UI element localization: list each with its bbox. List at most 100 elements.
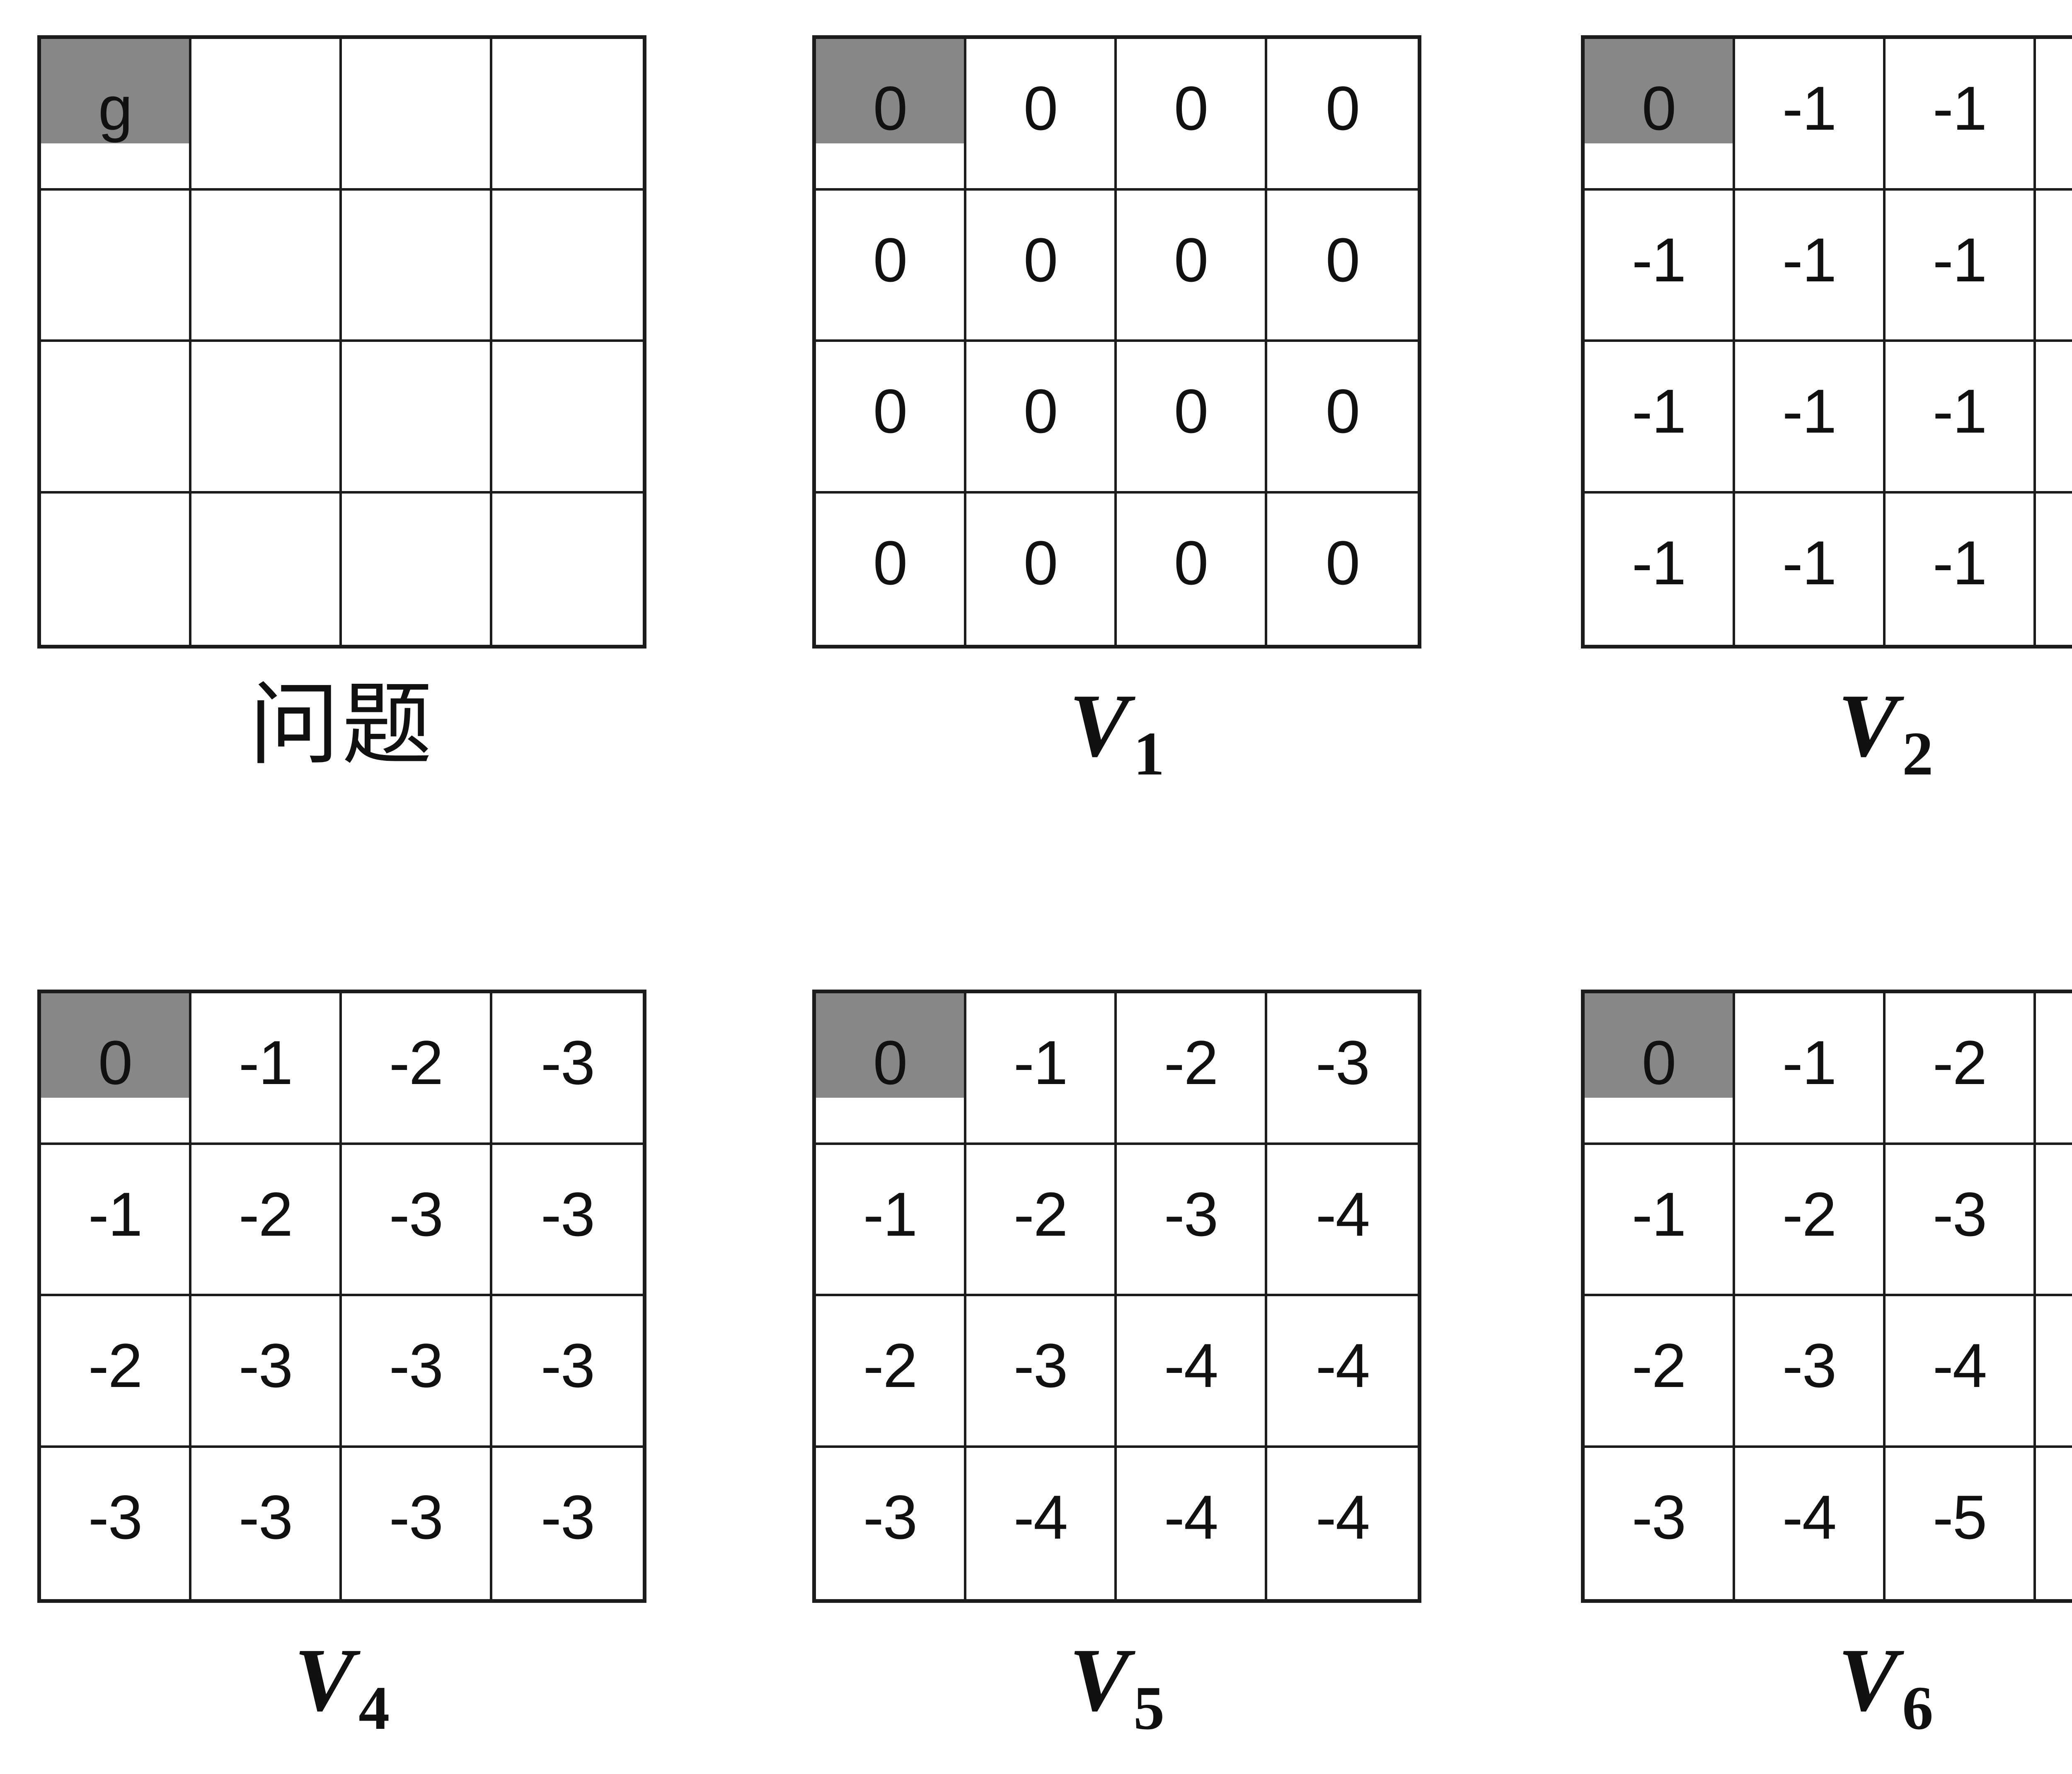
cell-value: -2 (1164, 1028, 1218, 1097)
grid-cell: 0 (966, 342, 1117, 494)
cell-value: 0 (873, 1028, 908, 1097)
grid-cell (191, 190, 342, 342)
grid-cell: -2 (191, 1145, 342, 1296)
grid-cell (492, 39, 643, 191)
gridworld-table-problem: g (37, 35, 646, 649)
cell-value: 0 (1174, 528, 1208, 598)
cell-value: 0 (1174, 376, 1208, 446)
grid-cell: -3 (966, 1296, 1117, 1448)
grid-cell: 0 (816, 342, 966, 494)
grid-cell: -1 (1886, 493, 2036, 645)
grid-cell: -3 (492, 1145, 643, 1296)
grid-cell: -5 (2036, 1447, 2072, 1599)
caption-subscript: 1 (1133, 719, 1165, 788)
cell-value: 0 (1174, 73, 1208, 143)
grid-cell: 0 (1117, 39, 1267, 191)
grid-cell: -3 (1585, 1447, 1735, 1599)
cell-value: -3 (88, 1482, 143, 1552)
grid-cell: -2 (1585, 1296, 1735, 1448)
grid-cell: -1 (1886, 39, 2036, 191)
grid-cell: -1 (1735, 993, 1886, 1145)
caption-base: V (294, 1630, 355, 1730)
cell-value: 0 (1023, 73, 1058, 143)
grid-cell: -3 (492, 1447, 643, 1599)
grid-cell (191, 39, 342, 191)
cell-value: -3 (540, 1331, 595, 1400)
cell-value: g (98, 73, 133, 143)
grid-cell: -4 (966, 1447, 1117, 1599)
grid-cell: 0 (1267, 493, 1418, 645)
cell-value: -1 (1932, 73, 1987, 143)
grid-cell: 0 (966, 190, 1117, 342)
cell-value: -3 (238, 1482, 293, 1552)
cell-value: -2 (863, 1331, 917, 1400)
cell-value: -1 (88, 1179, 143, 1249)
caption-subscript: 5 (1133, 1673, 1165, 1743)
grid-cell: -4 (1267, 1296, 1418, 1448)
cell-value: -4 (1315, 1331, 1370, 1400)
value-grid-panel-v6: 0-1-2-3-1-2-3-4-2-3-4-5-3-4-5-5V6 (1581, 990, 2072, 1755)
cell-value: 0 (1023, 376, 1058, 446)
cell-value: 0 (873, 225, 908, 295)
caption-subscript: 6 (1902, 1673, 1934, 1743)
caption-symbol: V6 (1838, 1630, 1933, 1739)
cell-value: -2 (1631, 1331, 1686, 1400)
grid-cell: -1 (1735, 342, 1886, 494)
panel-caption-problem: 问题 (37, 681, 646, 801)
grid-cell: 0 (1267, 39, 1418, 191)
caption-base: V (1069, 676, 1130, 776)
grid-cell: -4 (2036, 1145, 2072, 1296)
grid-cell: -4 (1886, 1296, 2036, 1448)
cell-value: -2 (1932, 1028, 1987, 1097)
cell-value: -1 (863, 1179, 917, 1249)
grid-cell (342, 39, 492, 191)
value-grid-panel-problem: g 问题 (37, 35, 651, 801)
grid-cell: -4 (1267, 1447, 1418, 1599)
grid-cell: -1 (1735, 493, 1886, 645)
cell-value: -1 (1631, 1179, 1686, 1249)
grid-cell: -1 (2036, 493, 2072, 645)
caption-symbol: V5 (1069, 1630, 1164, 1739)
grid-cell: -1 (191, 993, 342, 1145)
grid-cell: 0 (966, 39, 1117, 191)
grid-cell (492, 190, 643, 342)
cell-value: -4 (1315, 1482, 1370, 1552)
cell-value: -3 (1164, 1179, 1218, 1249)
grid-cell: 0 (1117, 493, 1267, 645)
cell-value: -2 (389, 1028, 443, 1097)
cell-value: 0 (1325, 73, 1360, 143)
gridworld-table-v4: 0-1-2-3-1-2-3-3-2-3-3-3-3-3-3-3 (37, 990, 646, 1603)
grid-cell: -3 (1117, 1145, 1267, 1296)
cell-value: -3 (1932, 1179, 1987, 1249)
grid-cell: 0 (816, 190, 966, 342)
cell-value: 0 (1325, 376, 1360, 446)
grid-cell: 0 (1267, 190, 1418, 342)
cell-value: -3 (540, 1482, 595, 1552)
gridworld-table-v2: 0-1-1-1-1-1-1-1-1-1-1-1-1-1-1-1 (1581, 35, 2072, 649)
cell-value: -3 (1631, 1482, 1686, 1552)
cell-value: -3 (1782, 1331, 1837, 1400)
grid-cell (342, 493, 492, 645)
cell-value: 0 (1325, 225, 1360, 295)
cell-value: -4 (1164, 1482, 1218, 1552)
grid-cell: 0 (966, 493, 1117, 645)
grid-cell: 0 (816, 993, 966, 1145)
cell-value: 0 (1174, 225, 1208, 295)
grid-cell: -1 (1886, 342, 2036, 494)
grid-cell: -3 (342, 1145, 492, 1296)
grid-cell (41, 493, 191, 645)
grid-cell (191, 342, 342, 494)
grid-cell: -3 (191, 1447, 342, 1599)
grid-cell: 0 (1117, 342, 1267, 494)
cell-value: -4 (1932, 1331, 1987, 1400)
grid-cell: 0 (1117, 190, 1267, 342)
caption-text: 问题 (249, 676, 435, 776)
caption-base: V (1837, 676, 1898, 776)
cell-value: -1 (1782, 73, 1837, 143)
cell-value: -2 (1013, 1179, 1068, 1249)
grid-cell: g (41, 39, 191, 191)
cell-value: -3 (389, 1179, 443, 1249)
